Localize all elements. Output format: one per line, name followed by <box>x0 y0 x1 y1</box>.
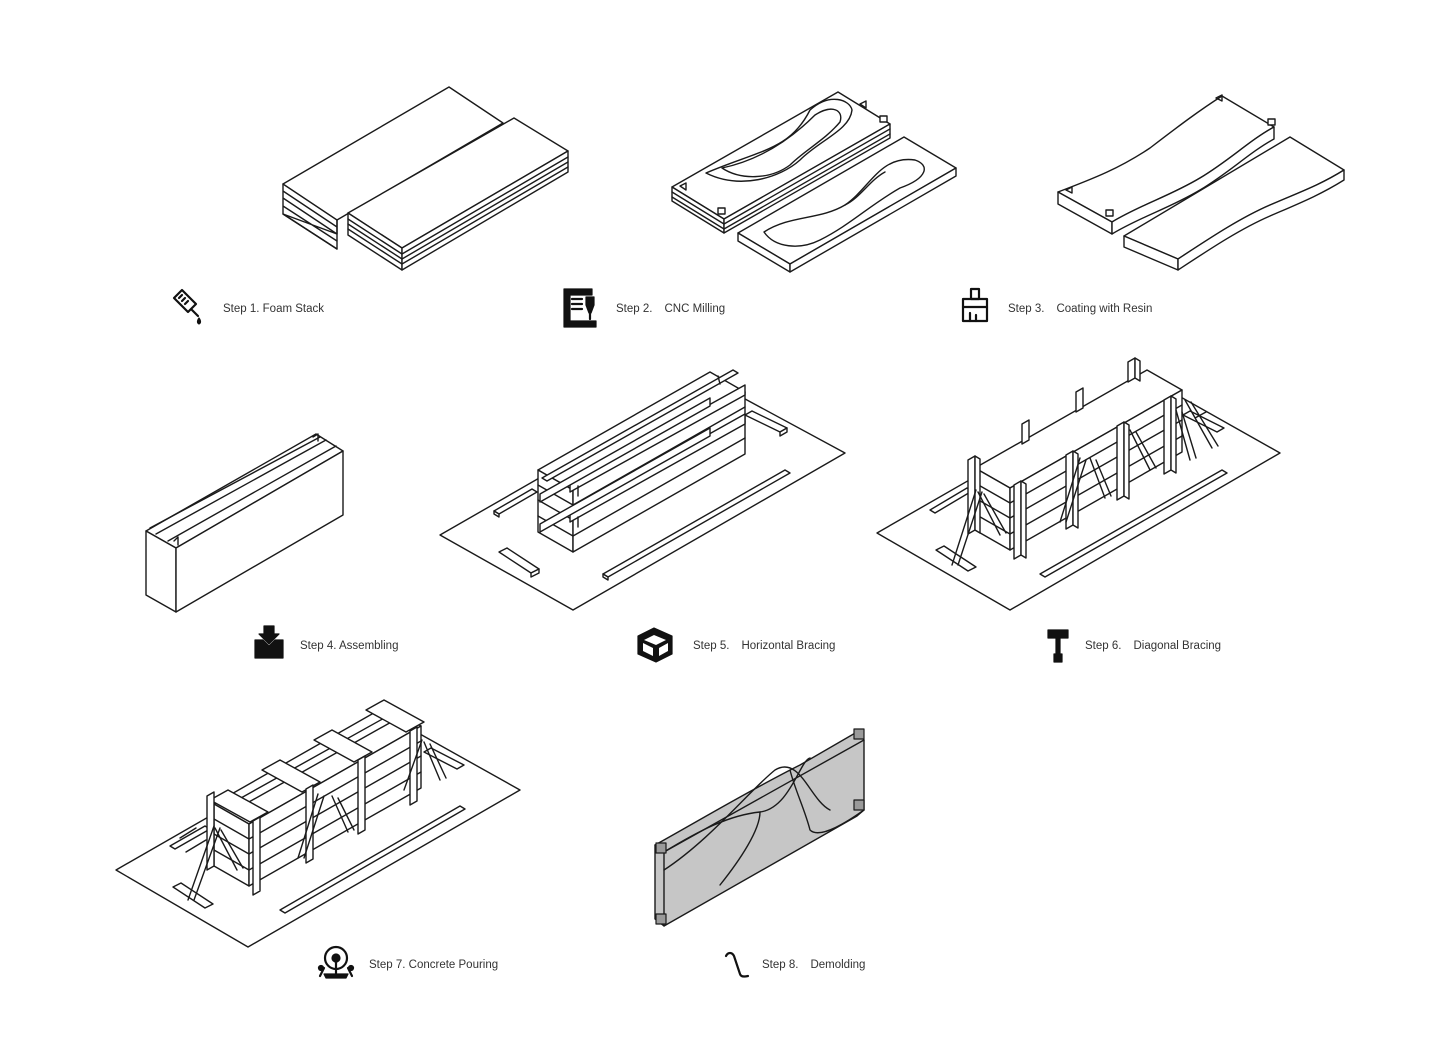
step-5-illustration <box>439 369 846 611</box>
box-download-icon <box>254 625 284 659</box>
step-4-illustration <box>145 433 344 613</box>
step-2-caption: Step 2.CNC Milling <box>616 303 725 315</box>
cnc-machine-icon <box>563 288 597 328</box>
step-8-caption: Step 8.Demolding <box>762 959 865 971</box>
step-6-caption: Step 6.Diagonal Bracing <box>1085 640 1221 652</box>
glue-bottle-icon <box>172 288 202 325</box>
step-6-illustration <box>876 357 1281 611</box>
step-2-illustration <box>671 91 957 273</box>
step-1-caption: Step 1. Foam Stack <box>223 303 324 315</box>
hammer-icon <box>1047 629 1069 663</box>
step-7-illustration <box>115 699 521 948</box>
crowbar-icon <box>724 951 750 978</box>
step-1-illustration <box>282 86 569 271</box>
step-5-caption: Step 5.Horizontal Bracing <box>693 640 835 652</box>
step-8-illustration <box>654 728 865 927</box>
step-4-caption: Step 4. Assembling <box>300 640 398 652</box>
step-7-caption: Step 7. Concrete Pouring <box>369 959 498 971</box>
step-3-illustration <box>1057 94 1345 271</box>
paint-brush-icon <box>961 287 989 323</box>
concrete-pump-icon <box>317 945 355 979</box>
step-3-caption: Step 3.Coating with Resin <box>1008 303 1152 315</box>
crate-icon <box>637 627 673 663</box>
